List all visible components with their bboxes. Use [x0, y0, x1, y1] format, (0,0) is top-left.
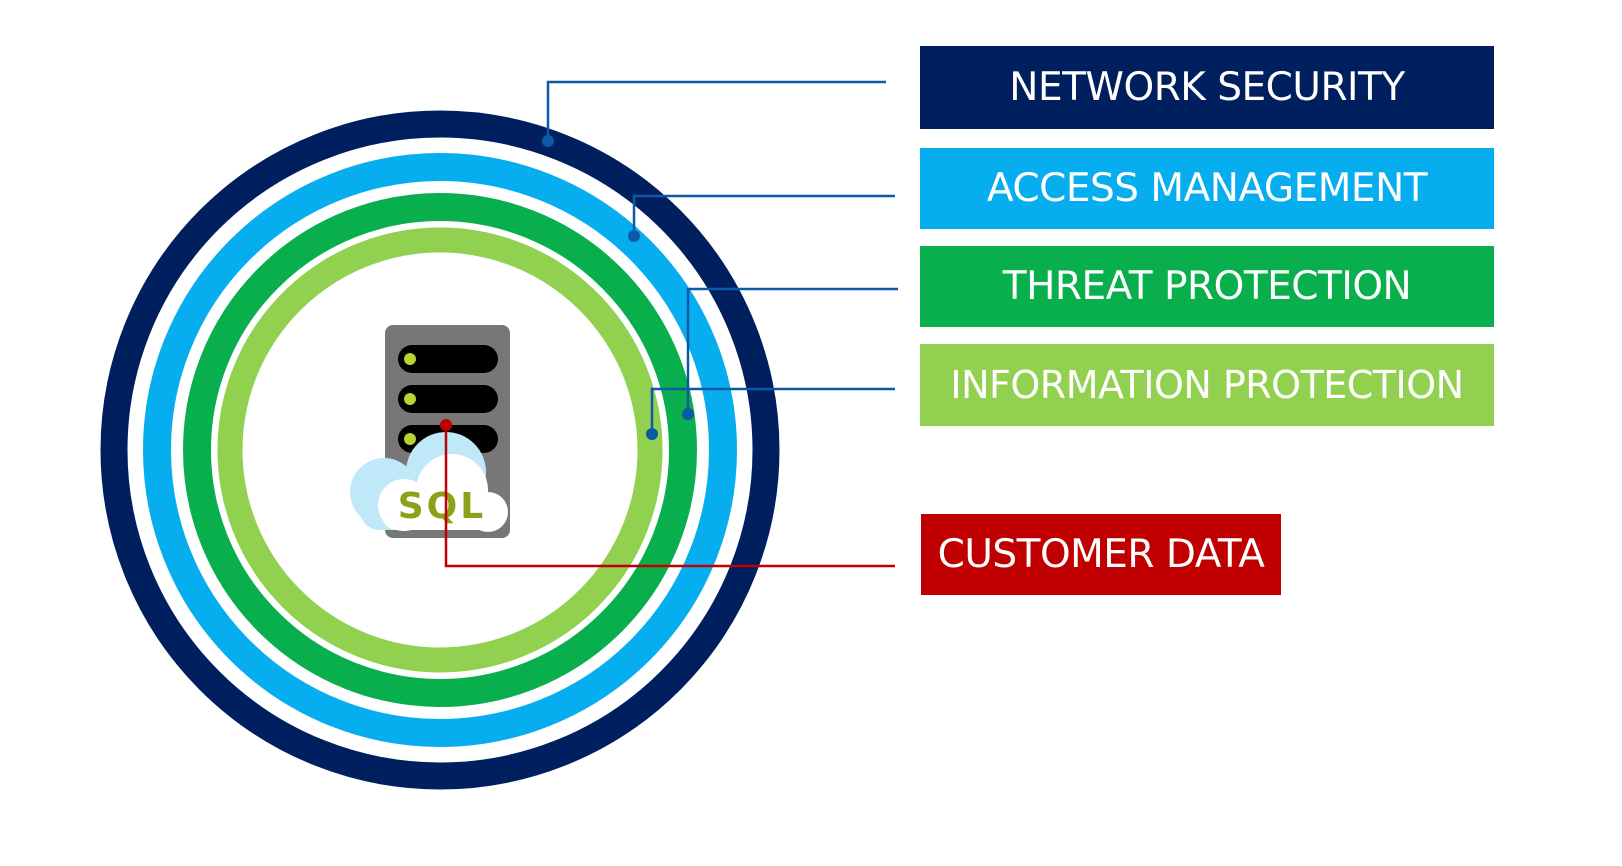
connector-threat-protection: [686, 287, 898, 413]
label-threat-protection: THREAT PROTECTION: [920, 246, 1494, 327]
connector-customer-data: [444, 425, 895, 568]
sql-server-cloud-icon: SQL: [350, 325, 510, 538]
server-led-3: [404, 433, 416, 445]
label-information-protection: INFORMATION PROTECTION: [920, 344, 1494, 426]
label-network-security: NETWORK SECURITY: [920, 46, 1494, 129]
server-slot-1: [398, 345, 498, 373]
ring-threat-protection: [183, 193, 697, 707]
connector-access-management: [632, 194, 895, 235]
connector-dot-access: [628, 230, 640, 242]
server-led-1: [404, 353, 416, 365]
connector-dot-network: [542, 135, 554, 147]
label-customer-data: CUSTOMER DATA: [921, 514, 1281, 595]
server-slot-2: [398, 385, 498, 413]
connector-network-security: [546, 80, 886, 138]
connector-dot-threat: [682, 408, 694, 420]
ring-information-protection: [217, 227, 663, 673]
connector-dot-info: [646, 428, 658, 440]
ring-network-security: [100, 110, 780, 790]
server-led-2: [404, 393, 416, 405]
label-access-management: ACCESS MANAGEMENT: [920, 148, 1494, 229]
connector-information-protection: [650, 387, 895, 433]
connector-dot-customer: [440, 419, 452, 431]
sql-label: SQL: [398, 486, 486, 527]
ring-access-management: [143, 153, 737, 747]
